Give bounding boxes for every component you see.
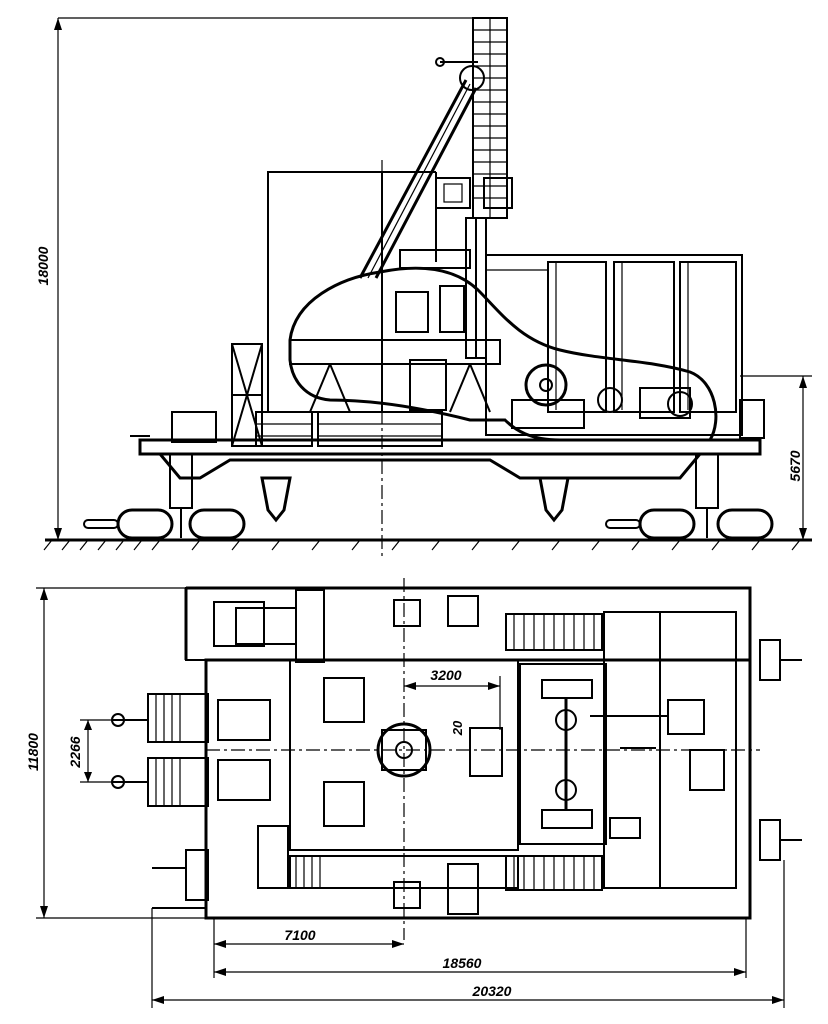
mast [358, 17, 513, 359]
drill-floor-enclosure [288, 266, 718, 442]
label-7100: 7100 [284, 927, 315, 943]
dimension-7100 [213, 918, 404, 952]
dimension-20320 [151, 860, 785, 1008]
label-11800: 11800 [25, 733, 41, 771]
plan-machinery [505, 611, 802, 891]
plan-outline [184, 586, 752, 920]
label-20320: 20320 [472, 983, 512, 999]
substructure [130, 399, 765, 480]
label-5670: 5670 [787, 450, 803, 481]
label-18560: 18560 [443, 955, 482, 971]
label-18000: 18000 [35, 246, 51, 285]
support-legs [83, 453, 774, 540]
label-3200: 3200 [430, 667, 461, 683]
dimension-2266 [80, 719, 112, 783]
equipment-buildings [399, 249, 743, 436]
label-2266: 2266 [67, 736, 83, 768]
dimension-3200 [404, 676, 501, 730]
dimension-11800 [36, 587, 206, 919]
plan-view [36, 578, 802, 1008]
label-20: 20 [450, 720, 465, 736]
dimension-18000 [54, 17, 480, 540]
side-elevation-view [43, 17, 812, 560]
dimension-5670 [740, 375, 812, 540]
dimension-18560 [213, 918, 747, 978]
stair-tower [231, 343, 263, 447]
plan-outriggers [111, 693, 271, 909]
ground-line [43, 538, 812, 551]
